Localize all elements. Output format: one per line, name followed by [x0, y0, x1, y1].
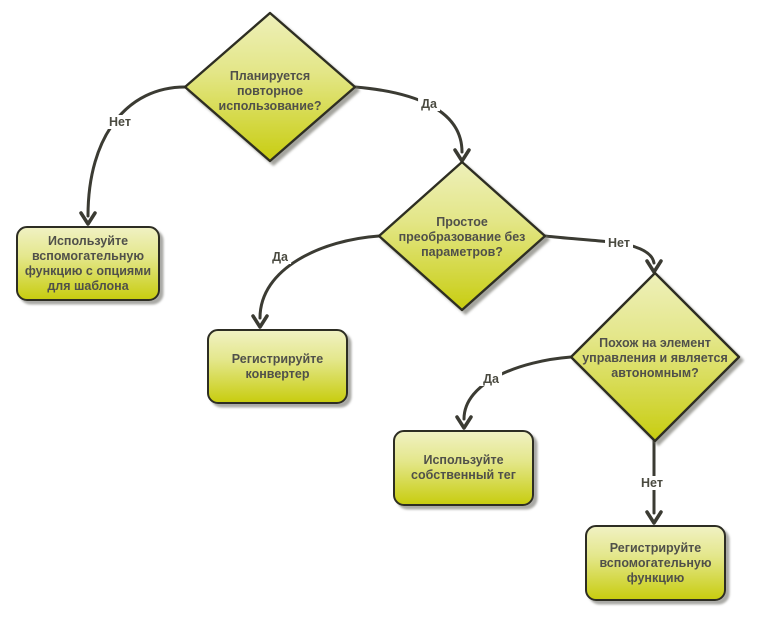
- edge-decision1-action1: [86, 85, 187, 218]
- decision-diamond-1: [183, 11, 357, 163]
- edge-label-no-2: Нет: [605, 236, 633, 250]
- arrowhead-icon: [455, 415, 473, 430]
- action-node-3: Используйте собственный тег: [393, 430, 534, 506]
- decision-diamond-2: [377, 160, 547, 312]
- action-node-2: Регистрируйте конвертер: [207, 329, 348, 404]
- edge-label-yes-1: Да: [418, 97, 440, 111]
- edge-label-no-1: Нет: [106, 115, 134, 129]
- edge-label-yes-2: Да: [269, 250, 291, 264]
- action-node-1: Используйте вспомогательную функцию с оп…: [16, 226, 160, 301]
- edge-label-no-3: Нет: [638, 476, 666, 490]
- decision-diamond-3: [569, 271, 741, 443]
- edge-decision3-action3: [462, 355, 573, 421]
- action-3-text: Используйте собственный тег: [411, 453, 516, 482]
- edge-decision1-decision2: [353, 85, 464, 154]
- edge-label-yes-3: Да: [480, 372, 502, 386]
- edge-decision2-action2: [258, 234, 381, 320]
- action-node-4: Регистрируйте вспомогательную функцию: [585, 525, 726, 601]
- action-1-text: Используйте вспомогательную функцию с оп…: [24, 233, 152, 293]
- arrowhead-icon: [645, 259, 663, 274]
- edge-decision2-decision3: [543, 234, 656, 265]
- arrowhead-icon: [79, 211, 97, 226]
- arrowhead-icon: [251, 314, 269, 329]
- arrowhead-icon: [645, 510, 663, 525]
- action-2-text: Регистрируйте конвертер: [231, 351, 324, 381]
- action-4-text: Регистрируйте вспомогательную функцию: [599, 540, 712, 585]
